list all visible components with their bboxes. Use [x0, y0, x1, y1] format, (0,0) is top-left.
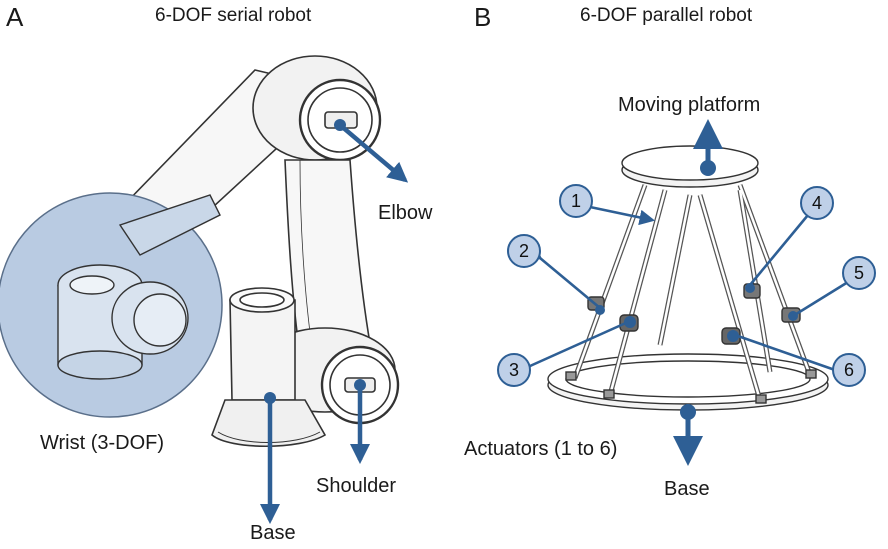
leader-6: [734, 333, 850, 382]
serial-arrows: [259, 119, 409, 525]
shoulder-label: Shoulder: [316, 475, 397, 497]
leader-3: [515, 320, 629, 379]
base-label-b: Base: [664, 478, 710, 500]
leader-4: [748, 214, 810, 286]
actuator-marker-4: 4: [800, 186, 834, 220]
leader-5: [792, 268, 863, 318]
base-label-a: Base: [250, 522, 296, 544]
panel-b-letter: B: [474, 2, 492, 32]
actuator-marker-5: 5: [842, 256, 876, 290]
leader-2: [525, 244, 601, 309]
elbow-label: Elbow: [378, 202, 433, 224]
wrist-detail-circle: [0, 192, 223, 418]
actuator-marker-1: 1: [559, 184, 593, 218]
actuator-marker-2: 2: [507, 234, 541, 268]
parallel-robot-illustration: [547, 145, 829, 411]
elbow-arrow: [338, 123, 409, 183]
panel-a-letter: A: [6, 2, 24, 32]
panel-b-title: 6-DOF parallel robot: [580, 5, 753, 26]
actuators-label: Actuators (1 to 6): [464, 438, 618, 460]
wrist-label: Wrist (3-DOF): [40, 432, 165, 454]
actuator-marker-3: 3: [497, 353, 531, 387]
moving-platform-label: Moving platform: [618, 94, 761, 116]
parallel-arrows: [515, 119, 863, 466]
panel-a-title: 6-DOF serial robot: [155, 5, 312, 26]
leader-1: [589, 205, 656, 226]
actuator-marker-6: 6: [832, 353, 866, 387]
